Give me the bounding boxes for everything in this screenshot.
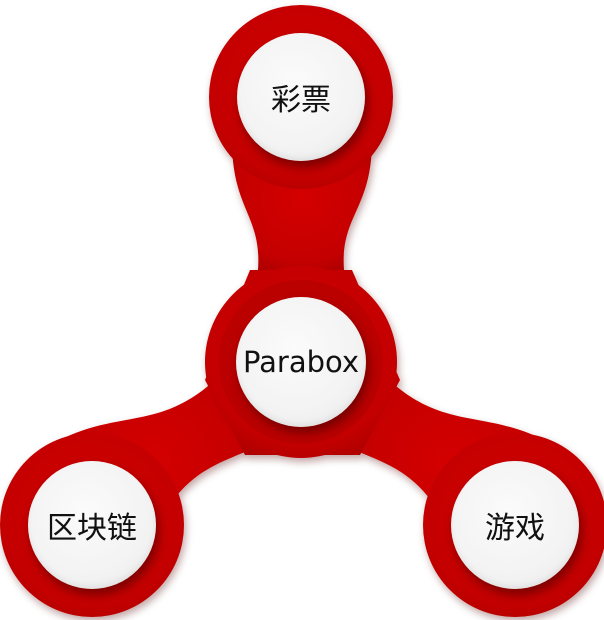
- node-games: 游戏: [451, 461, 579, 589]
- node-blockchain: 区块链: [28, 461, 156, 589]
- node-parabox: Parabox: [236, 297, 366, 427]
- node-lottery: 彩票: [237, 33, 365, 161]
